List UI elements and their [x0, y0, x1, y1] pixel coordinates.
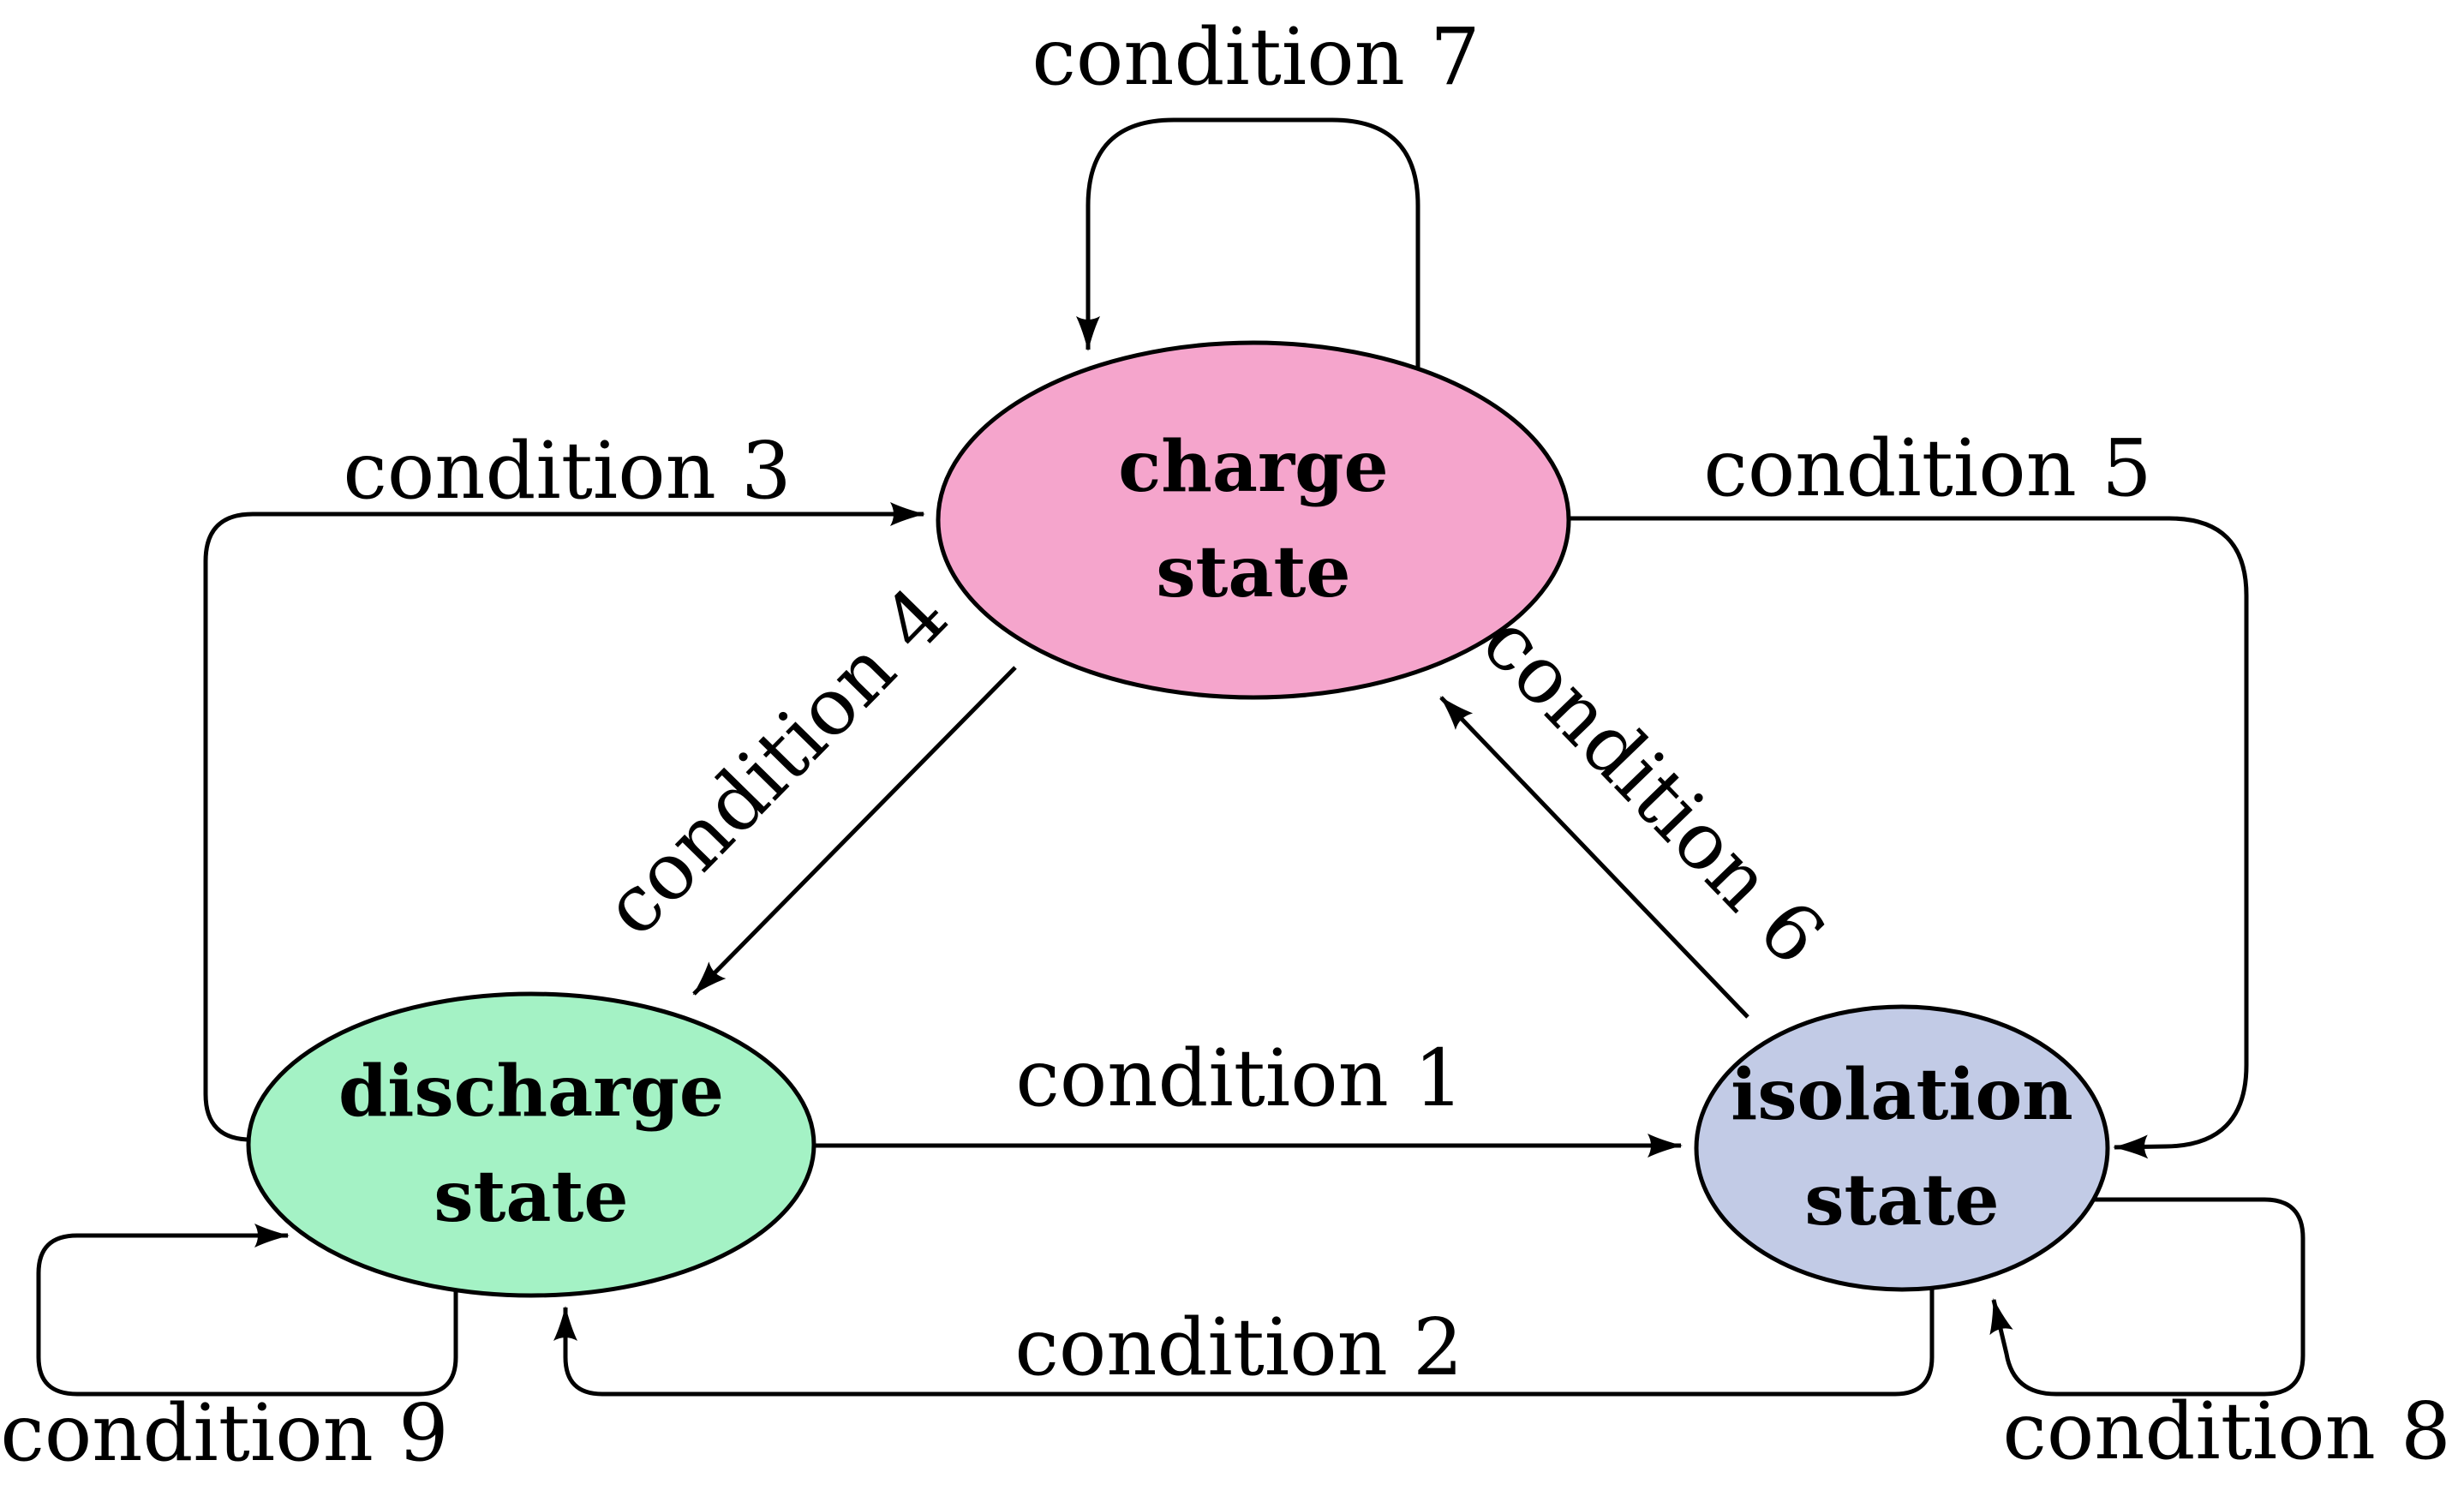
edge-label-condition-9: condition 9: [0, 1387, 448, 1479]
edge-label-condition-8: condition 8: [2002, 1385, 2450, 1477]
edge-condition-9: [36, 1224, 458, 1397]
edge-condition-5: [1569, 516, 2249, 1159]
state-label-charge-line1: charge: [1118, 426, 1388, 508]
edge-condition-6: [1439, 696, 1749, 1019]
edge-label-condition-3: condition 3: [343, 425, 791, 517]
state-label-discharge-line1: discharge: [338, 1050, 724, 1133]
edge-label-condition-1: condition 1: [1015, 1032, 1463, 1124]
state-label-charge-line2: state: [1156, 531, 1350, 613]
state-ellipse-charge: [936, 340, 1571, 700]
state-node-isolation: isolation state: [1694, 1004, 2110, 1292]
state-node-charge: charge state: [936, 340, 1571, 700]
state-node-discharge: discharge state: [246, 991, 816, 1298]
edge-label-condition-6: condition 6: [1464, 596, 1841, 983]
state-ellipse-isolation: [1694, 1004, 2110, 1292]
edge-condition-4: [692, 666, 1017, 996]
edge-condition-2: [553, 1287, 1935, 1397]
edge-condition-8: [1989, 1197, 2306, 1397]
state-label-isolation-line2: state: [1804, 1159, 1999, 1242]
edge-condition-3: [203, 502, 925, 1142]
state-label-discharge-line2: state: [434, 1156, 628, 1238]
edge-label-condition-2: condition 2: [1014, 1302, 1462, 1393]
edge-label-condition-7: condition 7: [1032, 11, 1480, 103]
edge-label-condition-4: condition 4: [586, 570, 966, 954]
state-label-isolation-line1: isolation: [1731, 1054, 2073, 1136]
state-ellipse-discharge: [246, 991, 816, 1298]
edge-label-condition-5: condition 5: [1703, 422, 2151, 514]
edge-condition-7: [1076, 117, 1420, 369]
